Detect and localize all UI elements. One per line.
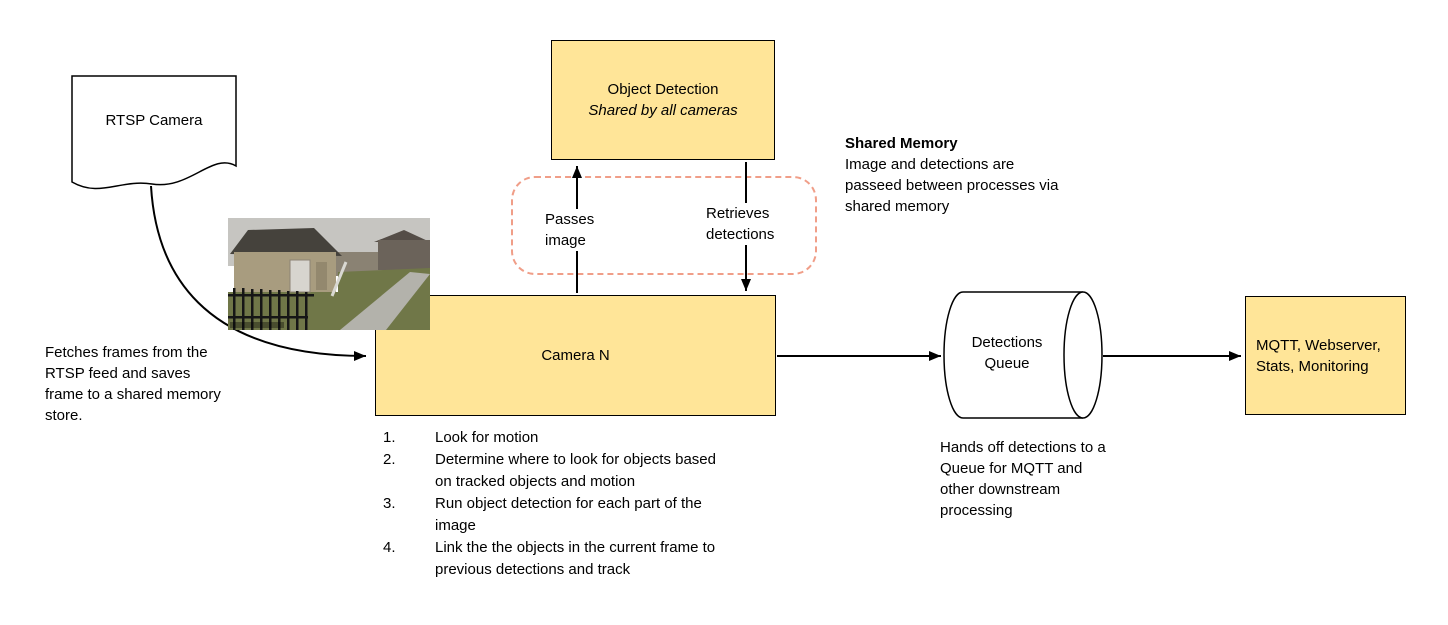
shared-memory-region [511,176,817,275]
camera-n-node: Camera N [375,295,776,416]
step-text: Look for motion [435,429,539,446]
mqtt-webserver-node: MQTT, Webserver, Stats, Monitoring [1245,296,1406,415]
camera-step: 3. Run object detection for each part of… [383,493,743,537]
camera-step: 2. Determine where to look for objects b… [383,449,743,493]
rtsp-camera-node [60,70,250,200]
detections-queue-label: Detections Queue [971,334,1043,372]
step-text: Link the the objects in the current fram… [435,539,716,578]
shared-memory-note-body: Image and detections are passeed between… [845,156,1059,215]
step-number: 1. [383,429,396,446]
step-number: 4. [383,539,396,556]
mqtt-webserver-label: MQTT, Webserver, Stats, Monitoring [1256,336,1381,375]
camera-frame-photo [228,218,430,330]
step-number: 2. [383,451,396,468]
queue-handoff-note: Hands off detections to a Queue for MQTT… [940,439,1106,519]
camera-step: 4. Link the the objects in the current f… [383,537,743,581]
object-detection-node: Object Detection Shared by all cameras [551,40,775,160]
passes-image-label: Passes image [543,209,599,251]
document-shape [71,75,237,190]
step-number: 3. [383,495,396,512]
camera-steps-list: 1. Look for motion 2. Determine where to… [383,427,743,581]
object-detection-subtitle: Shared by all cameras [588,102,738,119]
camera-step: 1. Look for motion [383,427,743,449]
shared-memory-note: Shared Memory Image and detections are p… [845,133,1060,217]
fetch-frames-note: Fetches frames from the RTSP feed and sa… [45,344,221,424]
retrieves-detections-label: Retrieves detections [704,203,786,245]
rtsp-camera-label: RTSP Camera [105,112,203,129]
camera-n-label: Camera N [541,347,610,364]
object-detection-title: Object Detection [607,81,719,98]
step-text: Determine where to look for objects base… [435,451,716,490]
shared-memory-note-title: Shared Memory [845,135,958,152]
step-text: Run object detection for each part of th… [435,495,702,534]
